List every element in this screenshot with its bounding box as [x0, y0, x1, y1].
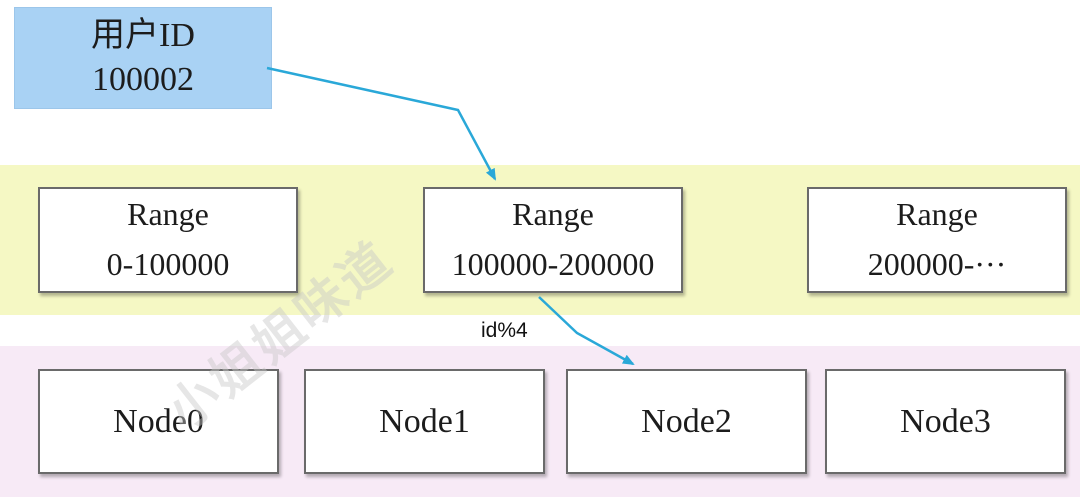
range-box-0: Range 0-100000 [38, 187, 298, 293]
node-label: Node0 [113, 402, 204, 440]
range-box-2: Range 200000-··· [807, 187, 1067, 293]
node-box-3: Node3 [825, 369, 1066, 474]
range-box-1: Range 100000-200000 [423, 187, 683, 293]
user-id-label: 用户ID [91, 17, 195, 55]
range-value: 0-100000 [106, 246, 230, 282]
user-id-box: 用户ID 100002 [14, 7, 272, 109]
node-box-1: Node1 [304, 369, 545, 474]
node-label: Node1 [379, 402, 470, 440]
node-label: Node2 [641, 402, 732, 440]
modulo-edge-label: id%4 [481, 319, 528, 342]
range-label: Range [896, 196, 978, 233]
user-id-value: 100002 [92, 61, 194, 98]
arrow-user-to-range [266, 66, 497, 181]
node-label: Node3 [900, 402, 991, 440]
range-label: Range [512, 196, 594, 233]
range-value: 200000-··· [867, 246, 1007, 282]
range-value: 100000-200000 [451, 246, 655, 282]
node-box-2: Node2 [566, 369, 807, 474]
range-label: Range [127, 196, 209, 233]
node-box-0: Node0 [38, 369, 279, 474]
